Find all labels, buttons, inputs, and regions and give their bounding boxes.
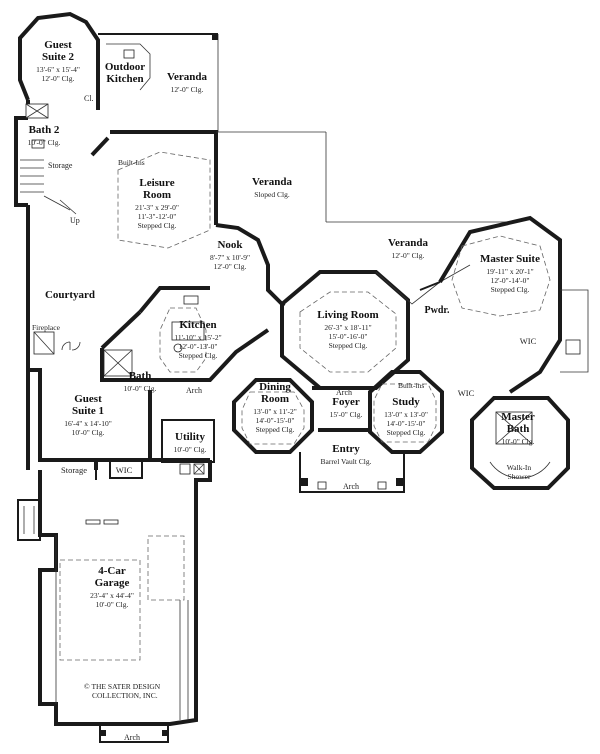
misc-labels: Cl. Storage Up Built-Ins Fireplace Arch … (32, 94, 531, 742)
room-detail-guest-suite-1-0: 16'-4" x 14'-10" (64, 419, 112, 428)
room-name-kitchen: Kitchen (179, 319, 216, 331)
room-detail-garage-1: 10'-0" Clg. (96, 600, 129, 609)
room-name-outdoor-kitchen: Kitchen (106, 73, 143, 85)
room-detail-kitchen-2: Stepped Clg. (179, 351, 218, 360)
up-label: Up (70, 216, 80, 225)
room-detail-master-bath-0: 10'-0" Clg. (502, 437, 535, 446)
room-detail-veranda-sloped-0: Sloped Clg. (254, 190, 290, 199)
arch-garage-label: Arch (124, 733, 140, 742)
built-ins-study-label: Built-ins (398, 381, 424, 390)
room-detail-veranda-right-0: 12'-0" Clg. (392, 251, 425, 260)
room-detail-bath-2-0: 10'-0" Clg. (28, 138, 61, 147)
room-detail-living-room-2: Stepped Clg. (329, 341, 368, 350)
room-name-courtyard: Courtyard (45, 289, 95, 301)
room-name-entry: Entry (332, 443, 360, 455)
room-name-study: Study (392, 396, 420, 408)
room-name-veranda-top: Veranda (167, 71, 207, 83)
room-name-guest-suite-2: Suite 2 (42, 51, 75, 63)
room-detail-master-suite-1: 12'-0"-14'-0" (491, 276, 530, 285)
room-detail-master-suite-0: 19'-11" x 20'-1" (486, 267, 533, 276)
room-detail-study-2: Stepped Clg. (387, 428, 426, 437)
ceiling-outlines (59, 151, 551, 661)
room-name-garage: Garage (95, 577, 130, 589)
room-name-guest-suite-2: Guest (44, 39, 72, 51)
room-detail-foyer-0: 15'-0" Clg. (330, 410, 363, 419)
room-name-guest-bath: Bath (129, 370, 152, 382)
cl-label: Cl. (84, 94, 94, 103)
room-detail-leisure-room-1: 11'-3"-12'-0" (138, 212, 177, 221)
room-detail-study-0: 13'-0" x 13'-0" (384, 410, 428, 419)
room-name-master-bath: Master (501, 411, 535, 423)
room-name-living-room: Living Room (317, 309, 378, 321)
room-name-garage: 4-Car (98, 565, 126, 577)
copyright-line-1: © THE SATER DESIGN (84, 682, 161, 691)
room-name-leisure-room: Room (143, 189, 171, 201)
room-detail-guest-suite-2-1: 12'-0" Clg. (42, 74, 75, 83)
room-detail-kitchen-1: 12'-0"-13'-0" (179, 342, 218, 351)
room-detail-kitchen-0: 11'-10" x 15'-2" (174, 333, 221, 342)
room-detail-wic-guest-0: WIC (116, 465, 133, 475)
room-detail-living-room-1: 15'-0"-16'-0" (329, 332, 368, 341)
room-detail-entry-0: Barrel Vault Clg. (321, 457, 372, 466)
fireplace-label: Fireplace (32, 323, 61, 332)
room-name-guest-suite-1: Suite 1 (72, 405, 104, 417)
room-name-dining-room: Room (261, 393, 289, 405)
exterior-walls (14, 11, 589, 743)
room-name-dining-room: Dining (259, 381, 291, 393)
room-detail-veranda-top-0: 12'-0" Clg. (171, 85, 204, 94)
room-detail-dining-room-0: 13'-0" x 11'-2" (253, 407, 297, 416)
room-detail-dining-room-1: 14'-0"-15'-0" (256, 416, 295, 425)
storage-top-label: Storage (48, 161, 73, 170)
room-detail-guest-suite-2-0: 13'-6" x 15'-4" (36, 65, 80, 74)
room-name-guest-suite-1: Guest (74, 393, 102, 405)
room-name-nook: Nook (217, 239, 243, 251)
room-name-veranda-sloped: Veranda (252, 176, 292, 188)
room-detail-master-suite-2: Stepped Clg. (491, 285, 530, 294)
room-detail-wic-2-0: WIC (458, 388, 475, 398)
room-detail-dining-room-2: Stepped Clg. (256, 425, 295, 434)
room-detail-study-1: 14'-0"-15'-0" (387, 419, 426, 428)
room-name-master-suite: Master Suite (480, 253, 540, 265)
room-name-foyer: Foyer (332, 396, 360, 408)
staircase (20, 159, 77, 215)
room-name-outdoor-kitchen: Outdoor (105, 61, 145, 73)
room-name-master-bath: Bath (507, 423, 530, 435)
room-detail-wic-master-0: WIC (520, 336, 537, 346)
room-detail-storage-lower-0: Storage (61, 465, 87, 475)
room-name-utility: Utility (175, 431, 205, 443)
room-detail-leisure-room-0: 21'-3" x 29'-0" (135, 203, 179, 212)
room-detail-nook-1: 12'-0" Clg. (214, 262, 247, 271)
arch-kitchen-label: Arch (186, 386, 202, 395)
room-detail-utility-0: 10'-0" Clg. (174, 445, 207, 454)
room-detail-leisure-room-2: Stepped Clg. (138, 221, 177, 230)
room-name-bath-2: Bath 2 (29, 124, 60, 136)
arch-foyer-label: Arch (336, 388, 352, 397)
copyright-line-2: COLLECTION, INC. (92, 691, 158, 700)
room-name-veranda-right: Veranda (388, 237, 428, 249)
room-name-pwdr: Pwdr. (425, 305, 450, 316)
room-name-leisure-room: Leisure (139, 177, 174, 189)
fixtures (20, 43, 551, 525)
room-detail-garage-0: 23'-4" x 44'-4" (90, 591, 134, 600)
room-detail-guest-suite-1-1: 10'-0" Clg. (72, 428, 105, 437)
room-detail-living-room-0: 26'-3" x 18'-11" (324, 323, 371, 332)
room-detail-nook-0: 8'-7" x 10'-9" (210, 253, 250, 262)
room-detail-guest-bath-0: 10'-0" Clg. (124, 384, 157, 393)
arch-entry-label: Arch (343, 482, 359, 491)
built-ins-leisure-label: Built-Ins (118, 158, 145, 167)
